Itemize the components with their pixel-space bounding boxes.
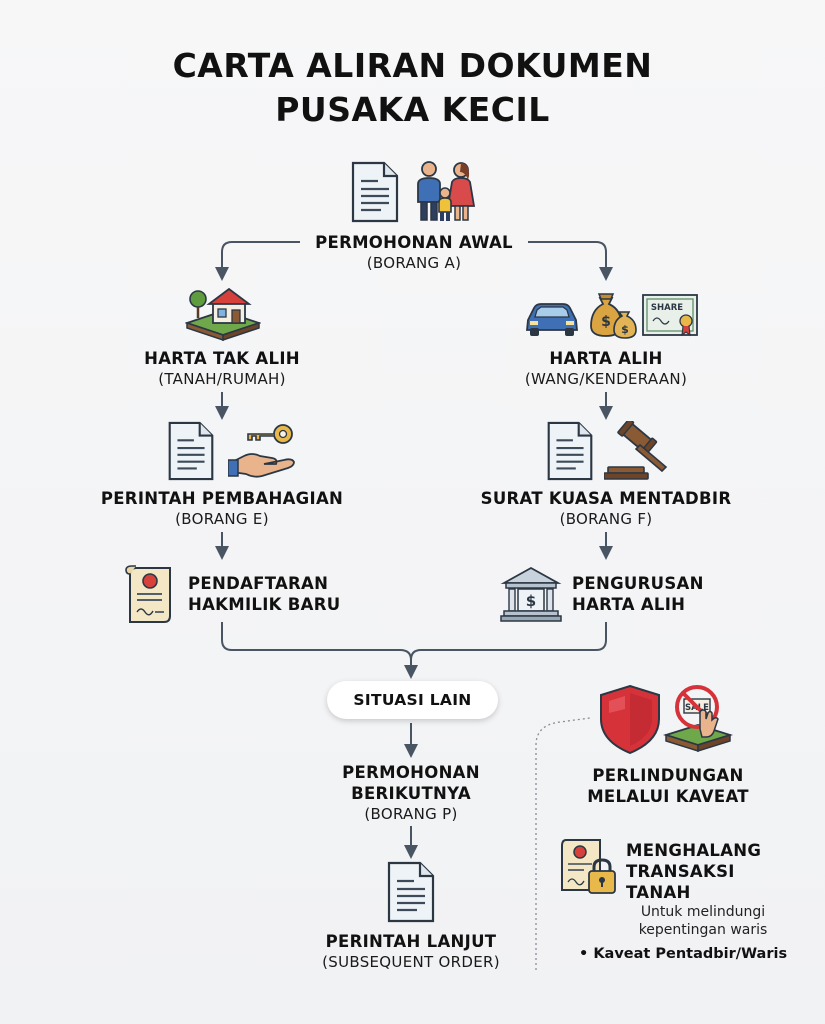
node-situasi-lain: SITUASI LAIN <box>327 681 498 719</box>
house-land-icon <box>185 287 261 341</box>
family-icon <box>417 161 476 221</box>
node-line1: PERLINDUNGAN <box>592 766 744 785</box>
node-harta-tak-alih: HARTA TAK ALIH (TANAH/RUMAH) <box>122 348 322 389</box>
node-surat-kuasa-mentadbir: SURAT KUASA MENTADBIR (BORANG F) <box>466 488 746 529</box>
node-sub: (BORANG A) <box>366 254 462 272</box>
node-line1: MENGHALANG <box>626 841 762 860</box>
node-permohonan-berikutnya: PERMOHONAN BERIKUTNYA (BORANG P) <box>311 762 511 824</box>
node-line1: PENGURUSAN <box>572 574 704 593</box>
node-title: PERINTAH LANJUT <box>325 932 497 951</box>
node-title: SURAT KUASA MENTADBIR <box>480 489 732 508</box>
document-icon <box>387 861 435 923</box>
money-symbol-1: $ <box>601 314 611 330</box>
gavel-icon <box>604 421 668 480</box>
node-perintah-pembahagian: PERINTAH PEMBAHAGIAN (BORANG E) <box>92 488 352 529</box>
node-line3: TANAH <box>626 883 691 902</box>
node-title: HARTA ALIH <box>549 349 663 368</box>
node-perintah-lanjut: PERINTAH LANJUT (SUBSEQUENT ORDER) <box>301 931 521 972</box>
connector-to-harta-tak-alih <box>215 241 300 281</box>
hand-key-icon <box>228 424 295 478</box>
bullet-kaveat-pentadbir: • Kaveat Pentadbir/Waris <box>579 946 788 962</box>
no-sale-land-icon: SALE <box>662 685 734 753</box>
caveat-dotted-separator <box>535 717 591 970</box>
document-icon <box>351 161 399 223</box>
node-pengurusan-harta-alih: PENGURUSAN HARTA ALIH <box>572 573 742 615</box>
document-icon <box>547 421 593 481</box>
bank-icon: $ <box>500 566 562 622</box>
node-title: PERMOHONAN AWAL <box>315 233 513 252</box>
bank-money-symbol: $ <box>526 592 536 610</box>
node-title: HARTA TAK ALIH <box>144 349 300 368</box>
share-label: SHARE <box>651 303 683 313</box>
node-sub: (BORANG P) <box>364 805 458 823</box>
node-title: PERINTAH PEMBAHAGIAN <box>100 489 344 508</box>
node-harta-alih: HARTA ALIH (WANG/KENDERAAN) <box>496 348 716 389</box>
note-line1: Untuk melindungi <box>640 904 766 920</box>
locked-deed-icon <box>561 839 616 894</box>
node-sub: (SUBSEQUENT ORDER) <box>322 953 500 971</box>
node-sub: (BORANG F) <box>559 510 653 528</box>
node-perlindungan-kaveat: PERLINDUNGAN MELALUI KAVEAT <box>578 765 758 807</box>
page-title-line1: CARTA ALIRAN DOKUMEN <box>172 46 653 85</box>
share-certificate-icon: SHARE <box>642 294 698 337</box>
node-line2: HAKMILIK BARU <box>188 595 341 614</box>
connector-to-harta-alih <box>528 241 613 281</box>
note-melindungi-waris: Untuk melindungi kepentingan waris <box>618 903 788 939</box>
title-deed-icon <box>125 565 171 623</box>
connector-merge-right <box>410 622 607 661</box>
note-line2: kepentingan waris <box>638 922 768 938</box>
node-permohonan-awal: PERMOHONAN AWAL (BORANG A) <box>300 232 528 273</box>
document-icon <box>168 421 214 481</box>
connector-merge-left <box>221 622 418 679</box>
money-bags-icon: $ $ <box>590 293 637 339</box>
node-menghalang-transaksi: MENGHALANG TRANSAKSI TANAH <box>626 840 786 903</box>
node-line1: PERMOHONAN <box>342 763 480 782</box>
node-sub: (BORANG E) <box>175 510 269 528</box>
node-line2: TRANSAKSI <box>626 862 735 881</box>
car-icon <box>526 303 578 336</box>
node-sub: (TANAH/RUMAH) <box>158 370 286 388</box>
page-title-line2: PUSAKA KECIL <box>275 90 550 129</box>
node-line1: PENDAFTARAN <box>188 574 329 593</box>
node-line2: HARTA ALIH <box>572 595 686 614</box>
shield-icon <box>600 684 660 755</box>
node-pendaftaran-hakmilik: PENDAFTARAN HAKMILIK BARU <box>188 573 368 615</box>
node-line2: BERIKUTNYA <box>351 784 471 803</box>
node-sub: (WANG/KENDERAAN) <box>524 370 688 388</box>
money-symbol-2: $ <box>621 323 629 336</box>
node-line2: MELALUI KAVEAT <box>587 787 749 806</box>
